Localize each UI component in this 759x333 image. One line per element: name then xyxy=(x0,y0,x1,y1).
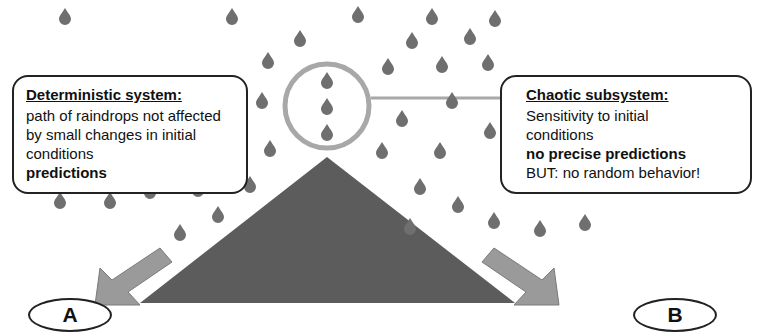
callout-box: Deterministic system: path of raindrops n… xyxy=(12,75,248,194)
callout-text: Sensitivity to initial conditions xyxy=(526,106,710,144)
callout-heading: Chaotic subsystem: xyxy=(526,85,710,104)
focus-ring xyxy=(285,64,369,148)
callout-heading: Deterministic system: xyxy=(26,85,236,104)
outcome-oval: A xyxy=(28,298,112,332)
outcome-oval: B xyxy=(633,298,717,332)
leader-line xyxy=(371,97,512,100)
callout-box: Chaotic subsystem: Sensitivity to initial… xyxy=(500,75,752,194)
callout-text: BUT: no random behavior! xyxy=(526,163,710,182)
callout-text: B xyxy=(667,303,682,327)
left-arrow xyxy=(95,248,172,305)
callout-text: predictions xyxy=(26,163,236,182)
callout-text: path of raindrops not affected by small … xyxy=(26,106,236,163)
callout-text: A xyxy=(62,303,77,327)
right-arrow xyxy=(482,248,559,305)
callout-text: no precise predictions xyxy=(526,144,710,163)
